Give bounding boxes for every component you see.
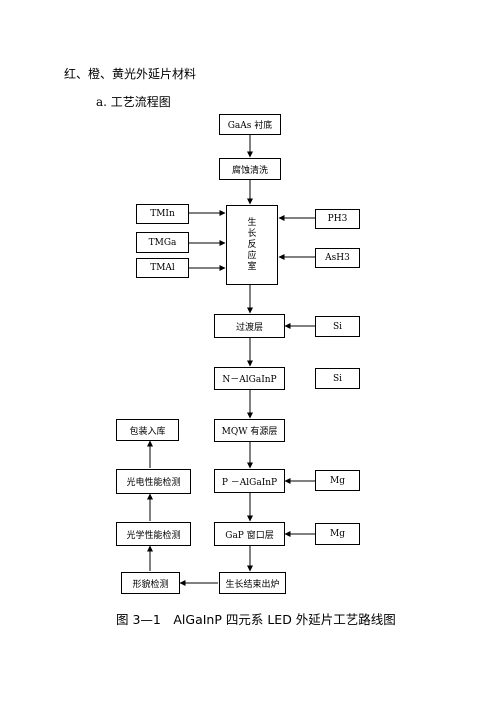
box-reactor: 生长反应室 [226, 205, 278, 285]
heading: 红、橙、黄光外延片材料 [64, 67, 197, 81]
box-ph3: PH3 [315, 209, 360, 229]
box-gap-window: GaP 窗口层 [214, 522, 285, 546]
box-ash3: AsH3 [315, 248, 360, 268]
box-growth-end: 生长结束出炉 [219, 572, 286, 594]
subheading: a. 工艺流程图 [96, 95, 171, 109]
box-mg-1: Mg [315, 470, 360, 491]
box-packaging: 包装入库 [116, 419, 179, 441]
box-tmga: TMGa [136, 232, 189, 253]
box-etch-clean: 腐蚀清洗 [219, 158, 281, 180]
box-n-algainp: N－AlGaInP [214, 367, 285, 390]
box-optical: 光学性能检测 [116, 522, 191, 546]
box-substrate: GaAs 衬底 [219, 114, 281, 135]
box-electro-optical: 光电性能检测 [116, 469, 191, 494]
figure-caption: 图 3—1 AlGaInP 四元系 LED 外延片工艺路线图 [116, 612, 396, 627]
box-mg-2: Mg [315, 523, 360, 545]
box-p-algainp: P －AlGaInP [214, 469, 285, 493]
box-si-1: Si [315, 316, 360, 337]
box-tmal: TMAl [136, 258, 189, 278]
box-transition-layer: 过渡层 [214, 314, 285, 338]
box-morphology: 形貌检测 [121, 572, 180, 594]
box-si-2: Si [315, 368, 360, 389]
box-tmin: TMIn [136, 204, 189, 224]
box-mqw: MQW 有源层 [214, 419, 285, 442]
reactor-label: 生长反应室 [247, 218, 257, 272]
